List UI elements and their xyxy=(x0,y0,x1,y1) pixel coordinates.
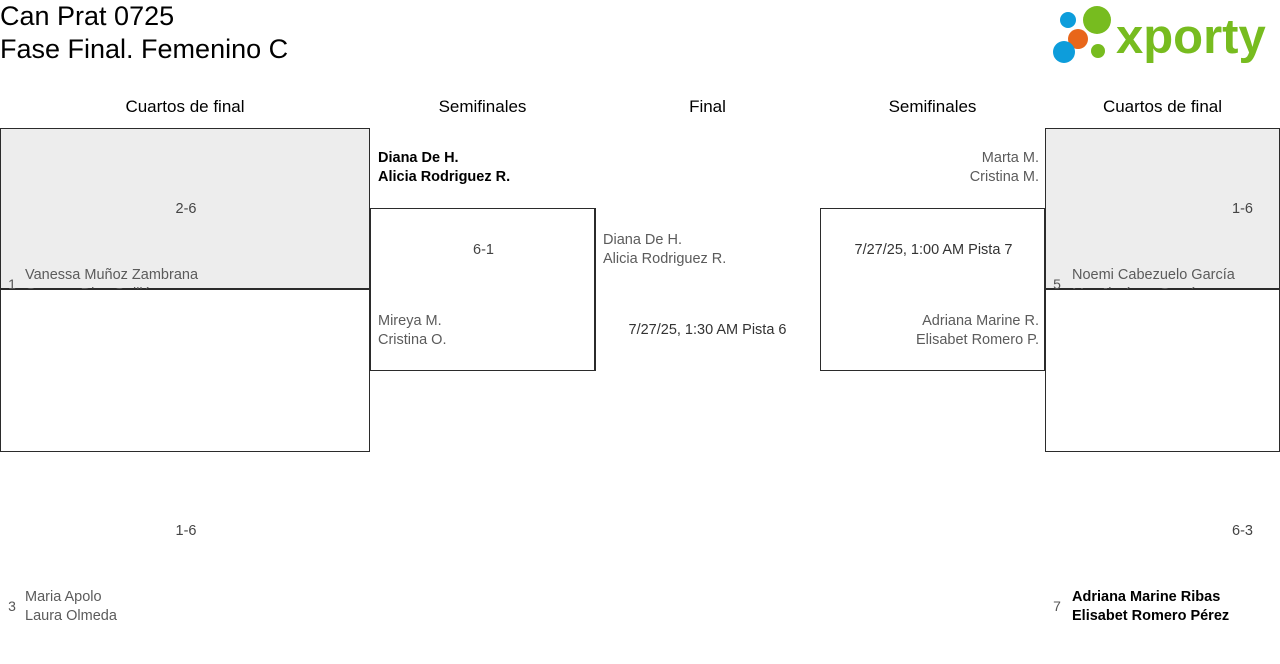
sf-left-bottom-player2: Cristina O. xyxy=(378,332,447,348)
final-top-player2: Alicia Rodriguez R. xyxy=(603,251,727,267)
qf1-score: 2-6 xyxy=(175,201,197,217)
svg-text:xporty: xporty xyxy=(1116,10,1266,64)
round-header-qf-left: Cuartos de final xyxy=(125,97,245,116)
match-qf2[interactable]: 3 Maria Apolo Laura Olmeda 1-6 4 Mireya … xyxy=(0,289,370,624)
sf-right-top-player1: Marta M. xyxy=(981,150,1039,166)
xporty-logo: xporty xyxy=(1048,6,1276,64)
qf4-score: 6-3 xyxy=(1232,523,1253,539)
page-title: Can Prat 0725 Fase Final. Femenino C xyxy=(0,0,288,66)
round-header-qf-right: Cuartos de final xyxy=(1102,97,1223,116)
match-qf4[interactable]: 7 Adriana Marine Ribas Elisabet Romero P… xyxy=(1045,289,1280,624)
qf3-score: 1-6 xyxy=(1232,201,1253,217)
match-qf3[interactable]: 5 Noemi Cabezuelo García Mar Jiménez Gar… xyxy=(1045,128,1280,409)
seed-3: 3 xyxy=(8,598,16,614)
round-header-final: Final xyxy=(689,97,726,116)
phase-name: Fase Final. Femenino C xyxy=(0,34,289,64)
match-sf-left[interactable]: 6-1 xyxy=(370,208,595,371)
tournament-name: Can Prat 0725 xyxy=(0,1,175,31)
seed-7: 7 xyxy=(1053,598,1061,614)
qf2-score: 1-6 xyxy=(175,523,197,539)
sf-right-top-player2: Cristina M. xyxy=(969,169,1039,185)
match-final[interactable] xyxy=(595,208,596,371)
qf3-top-player1: Noemi Cabezuelo García xyxy=(1072,267,1235,283)
round-header-sf-right: Semifinales xyxy=(888,97,977,116)
sf-right-bottom-player2: Elisabet Romero P. xyxy=(915,332,1039,348)
sf-left-score: 6-1 xyxy=(473,242,494,258)
sf-right-schedule: 7/27/25, 1:00 AM Pista 7 xyxy=(854,242,1013,258)
sf-right-bottom-player1: Adriana Marine R. xyxy=(922,313,1039,329)
qf2-top-player1: Maria Apolo xyxy=(25,589,102,605)
sf-left-bottom-player1: Mireya M. xyxy=(378,313,442,329)
match-qf1[interactable]: 1 Vanessa Muñoz Zambrana Gemma Diaz Guil… xyxy=(0,128,370,409)
sf-left-top-player2: Alicia Rodriguez R. xyxy=(378,169,511,185)
qf2-top-player2: Laura Olmeda xyxy=(25,608,117,624)
final-top-player1: Diana De H. xyxy=(603,232,682,248)
qf4-top-player1: Adriana Marine Ribas xyxy=(1072,589,1221,605)
qf4-top-player2: Elisabet Romero Pérez xyxy=(1072,608,1230,624)
round-header-sf-left: Semifinales xyxy=(438,97,527,116)
seed-1: 1 xyxy=(8,276,16,292)
final-schedule: 7/27/25, 1:30 AM Pista 6 xyxy=(628,322,787,338)
qf1-top-player1: Vanessa Muñoz Zambrana xyxy=(25,267,199,283)
match-sf-right[interactable]: 7/27/25, 1:00 AM Pista 7 xyxy=(820,208,1045,371)
sf-left-top-player1: Diana De H. xyxy=(378,150,459,166)
seed-5: 5 xyxy=(1053,276,1061,292)
